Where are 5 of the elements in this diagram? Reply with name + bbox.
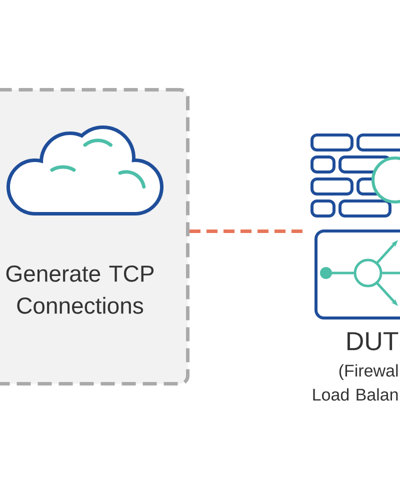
firewall-device-drawing: [310, 134, 400, 320]
device-caption: (Firewal Load Balan: [313, 364, 398, 401]
connector-line: [190, 229, 303, 233]
device-title: DUT: [348, 332, 398, 350]
box-label: Generate TCP Connections: [6, 266, 154, 314]
